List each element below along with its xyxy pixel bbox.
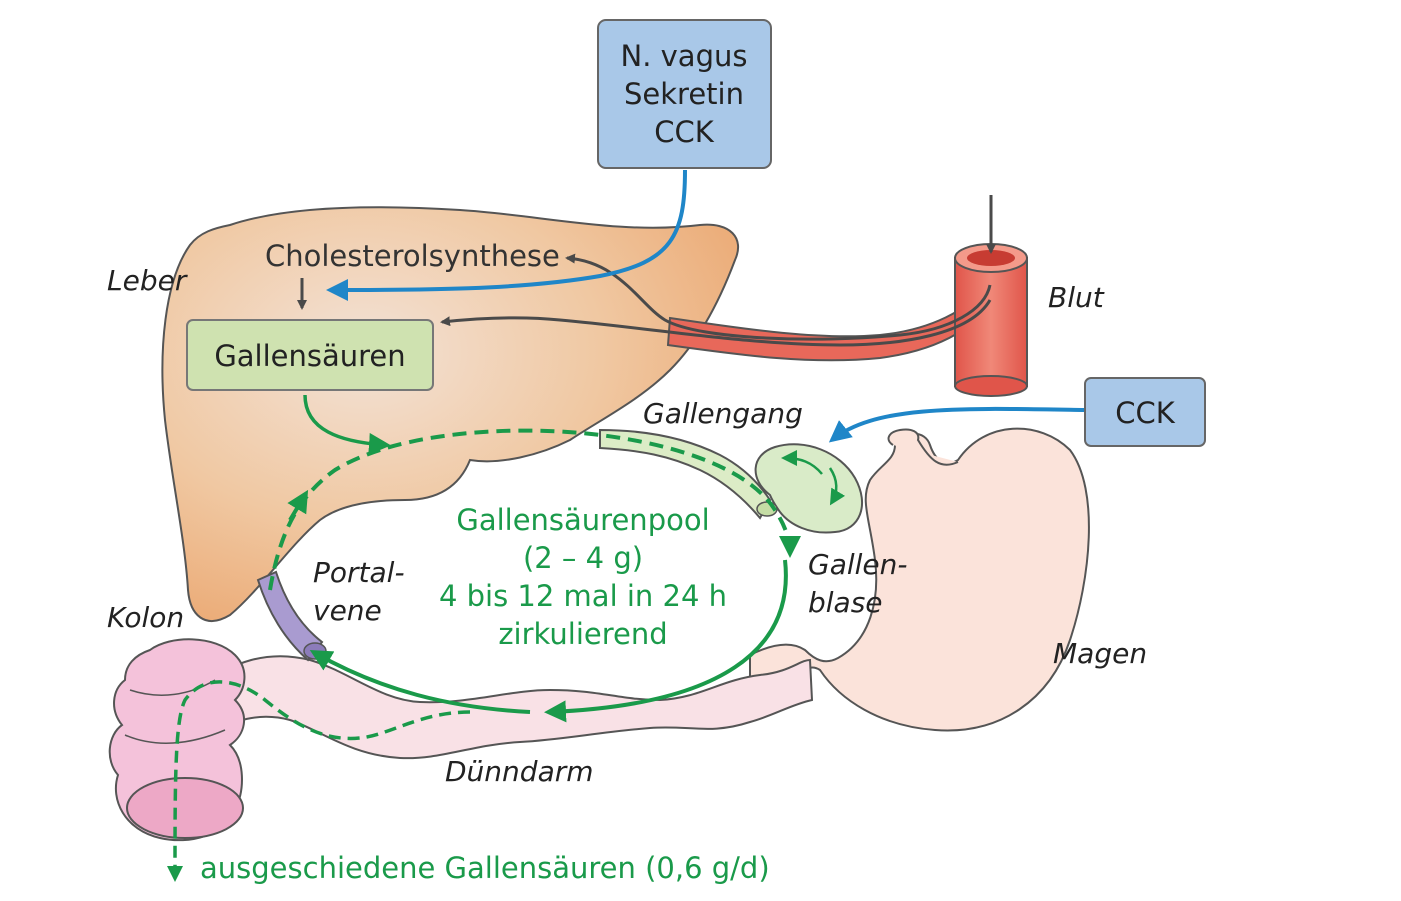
intestine-flow-arrow (544, 559, 788, 723)
cck-box-label: CCK (1115, 396, 1175, 430)
liver-shape (161, 206, 740, 622)
blood-label: Blut (1048, 281, 1105, 314)
stomach-shape (749, 427, 1090, 732)
gallbladder-label-2: blase (808, 586, 883, 619)
blood-vessel-bottom (954, 375, 1028, 397)
stomach-label: Magen (1053, 637, 1147, 670)
bileacids-to-pool-arrow (303, 394, 391, 455)
pool-line-3: 4 bis 12 mal in 24 h (439, 579, 727, 613)
portal-vein-label-1: Portal- (313, 556, 405, 589)
regulation-line-1: N. vagus (621, 39, 748, 73)
reabsorption-arrow (309, 650, 531, 714)
portal-vein-label-2: vene (313, 594, 382, 627)
cholesterol-synthesis-label: Cholesterolsynthese (265, 239, 560, 273)
colon-opening (126, 777, 244, 839)
cck-gallbladder-arrow (828, 406, 1086, 443)
small-intestine-label: Dünndarm (445, 755, 594, 788)
colon-label: Kolon (107, 601, 184, 634)
gallbladder-shape (754, 443, 864, 534)
gallbladder-label-1: Gallen- (808, 548, 908, 581)
portal-vein-shape (256, 570, 324, 662)
blood-vessel-lumen (967, 250, 1015, 266)
colon-fold-2 (124, 729, 226, 744)
liver-label: Leber (107, 264, 188, 297)
regulation-arrow (326, 169, 687, 301)
small-intestine-shape (198, 655, 814, 760)
portal-up-arrow (287, 489, 309, 522)
pool-line-4: zirkulierend (498, 617, 667, 651)
regulation-box (597, 19, 772, 169)
bileacids-box-label: Gallensäuren (214, 339, 405, 373)
pool-line-1: Gallensäurenpool (456, 503, 709, 537)
colon-fold-1 (129, 679, 216, 696)
regulation-line-3: CCK (654, 115, 714, 149)
hepatic-return-dashed-arrow (268, 428, 801, 591)
bileacids-box (186, 319, 434, 391)
regulation-line-2: Sekretin (624, 77, 744, 111)
blood-to-bileacids-arrow (440, 299, 992, 347)
cck-box (1084, 377, 1206, 447)
blood-to-cholesterol-arrow (565, 253, 992, 341)
pool-line-2: (2 – 4 g) (523, 541, 643, 575)
excreted-label: ausgeschiedene Gallensäuren (0,6 g/d) (200, 851, 770, 885)
bile-duct-label: Gallengang (643, 397, 803, 430)
esophagus-shape (887, 428, 959, 466)
gallbladder-fill-arrow (828, 467, 846, 506)
gallbladder-empty-arrow (781, 450, 823, 475)
